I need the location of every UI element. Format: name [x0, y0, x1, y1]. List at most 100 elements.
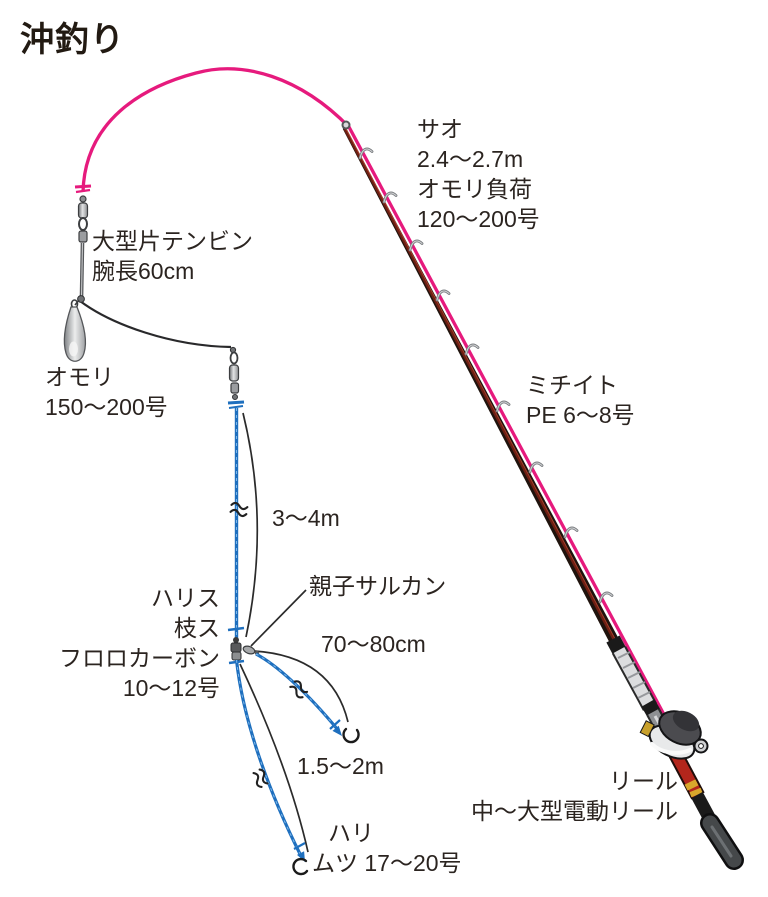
swivel-barrel	[228, 364, 240, 382]
main-line-pink	[81, 67, 670, 723]
fishing-rod	[341, 120, 744, 870]
swivel-link	[78, 230, 88, 243]
pink-knot	[74, 184, 92, 189]
swivel-ring	[78, 217, 88, 231]
omori-label-name: オモリ	[45, 364, 114, 390]
harisu-label-name: ハリス	[151, 585, 220, 611]
rod-butt	[659, 732, 744, 870]
butt-gold-ring-1	[684, 779, 699, 791]
edasu-core	[255, 653, 339, 731]
tenbin-graphic	[77, 242, 232, 349]
tenbin-label: 大型片テンビン 腕長60cm	[92, 226, 253, 286]
arc-70-80cm	[253, 650, 349, 723]
break-mark-icon	[289, 680, 309, 699]
guide-icon	[408, 239, 424, 252]
arc-1-5-2m	[239, 663, 309, 853]
hook-icon	[292, 857, 309, 876]
rod-label-name: サオ	[417, 116, 463, 142]
branch-line-long	[234, 659, 309, 876]
line-break-marks	[229, 501, 309, 788]
branch-core	[236, 659, 302, 857]
arc-3-4m	[242, 412, 259, 638]
reel-label: リール 中～大型電動リール	[438, 766, 678, 826]
blue-knot-2	[228, 405, 244, 409]
foregrip-body	[613, 647, 656, 710]
omori-label-size: 150～200号	[45, 394, 168, 420]
edasu-length-label: 70～80cm	[321, 631, 426, 657]
michiito-label-spec: PE 6～8号	[526, 402, 635, 428]
reel-lug-hole	[698, 743, 704, 749]
swivel-bead	[79, 195, 87, 203]
arm-end-swivel	[227, 346, 245, 409]
guide-icon	[382, 191, 398, 204]
reel-graphic	[639, 710, 709, 760]
hari-label-spec: ムツ 17～20号	[312, 850, 462, 876]
reel-frame-sheen	[650, 742, 692, 755]
swivel-barrel-2	[231, 651, 242, 661]
sinker-graphic	[63, 299, 87, 362]
harness-line	[227, 408, 245, 641]
tenbin-label-name: 大型片テンビン	[92, 228, 253, 254]
blue-knot	[227, 400, 245, 405]
oyako-sarukan-label: 親子サルカン	[309, 573, 447, 599]
swivel-bead	[233, 637, 239, 643]
break-mark-icon	[252, 768, 269, 788]
rod-blank-red	[343, 128, 620, 648]
omori-label: オモリ 150～200号	[45, 362, 168, 422]
guide-icon	[563, 526, 579, 539]
hook-icon	[342, 727, 360, 744]
guide-icon	[495, 400, 511, 413]
guide-icon	[598, 591, 614, 604]
reel-counter	[639, 720, 655, 738]
callout-line-sarukan	[250, 589, 307, 647]
michiito-label: ミチイト PE 6～8号	[526, 370, 635, 430]
swivel-barrel	[77, 202, 89, 219]
oyako-sarukan-swivel	[228, 637, 260, 665]
branch-line-short	[255, 652, 360, 744]
branch-length-label: 1.5～2m	[297, 753, 384, 779]
measure-arcs	[239, 412, 349, 853]
grip-sheen	[710, 825, 733, 858]
line-arrow-icon	[332, 725, 342, 736]
rod-label-length: 2.4～2.7m	[417, 146, 524, 172]
swivel-ring	[229, 351, 239, 365]
rod-blank-sheen	[345, 127, 620, 647]
branch-line	[234, 659, 303, 857]
michiito-label-name: ミチイト	[526, 372, 618, 398]
hari-label-name: ハリ	[328, 820, 374, 846]
blue-knot	[227, 626, 245, 632]
harisu-label-material: フロロカーボン	[59, 645, 220, 671]
swivel-barrel	[230, 642, 242, 653]
harisu-label-size: 10～12号	[122, 675, 220, 701]
tenbin-arm-wire	[79, 300, 232, 349]
swivel-link	[230, 382, 240, 394]
swivel-side-arm	[242, 645, 256, 655]
reel-spool-hump	[672, 710, 700, 732]
top-swivel-assembly	[74, 184, 92, 243]
hari-label: ハリ ムツ 17～20号	[312, 818, 462, 878]
tenbin-shaft-highlight	[80, 242, 84, 298]
pink-knot-2	[75, 188, 91, 194]
harisu-label: ハリス 枝ス フロロカーボン 10～12号	[30, 583, 220, 703]
page-title: 沖釣り	[20, 21, 125, 59]
rod-label-load: オモリ負荷	[417, 176, 532, 202]
rod-tip-guide-icon	[341, 120, 351, 130]
blue-knot	[329, 719, 341, 730]
blue-knot	[293, 842, 306, 850]
guide-icon	[358, 147, 374, 160]
guide-icon	[464, 343, 480, 356]
sinker-highlight	[69, 341, 78, 357]
rod-foregrip	[606, 635, 663, 721]
harisu-length-label: 3～4m	[272, 505, 340, 531]
rod-label: サオ 2.4～2.7m オモリ負荷 120～200号	[417, 114, 540, 234]
guide-icon	[435, 289, 451, 302]
guide-icon	[528, 461, 544, 474]
rod-label-load-value: 120～200号	[417, 206, 540, 232]
reel-label-type: 中～大型電動リール	[471, 798, 678, 824]
rod-guides	[358, 147, 614, 604]
butt-gold-ring-2	[689, 787, 703, 798]
swivel-bead	[232, 394, 238, 400]
tenbin-label-arm: 腕長60cm	[92, 258, 195, 284]
